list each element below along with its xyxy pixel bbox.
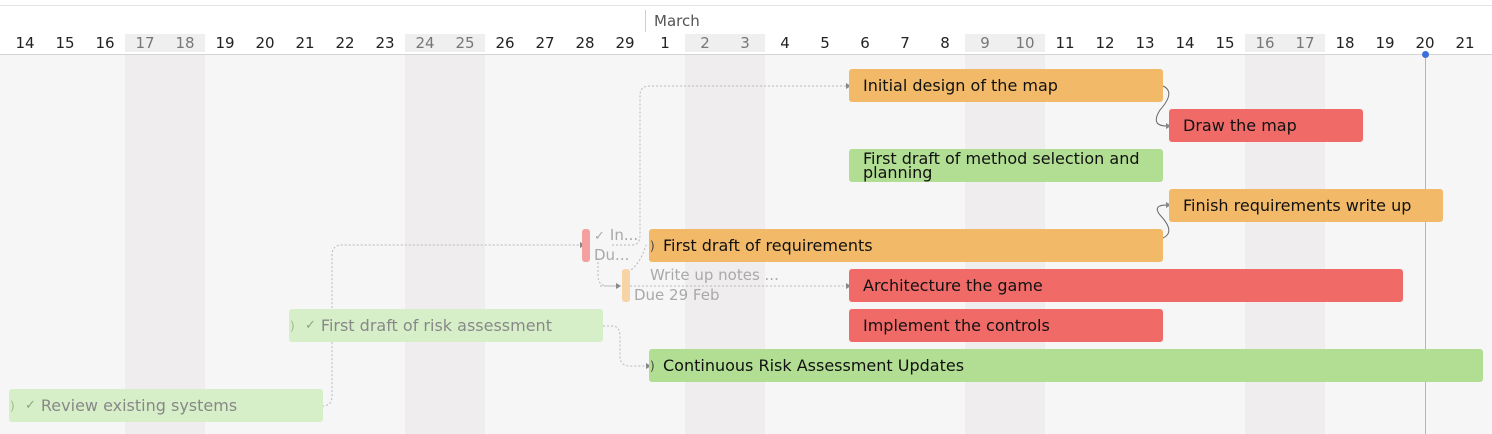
- link-writeup-to-requirements: [627, 244, 647, 273]
- task-draw-the-map[interactable]: Draw the map: [1169, 109, 1363, 142]
- month-separator: [645, 10, 646, 32]
- day-label: 10: [1005, 34, 1045, 52]
- task-label: Implement the controls: [863, 315, 1050, 335]
- header-bottom-divider: [0, 54, 1492, 55]
- day-label: 28: [575, 34, 595, 52]
- task-review-existing-systems[interactable]: ) ✓ Review existing systems: [9, 389, 323, 422]
- task-initial-design-of-the-map[interactable]: Initial design of the map: [849, 69, 1163, 102]
- day-label: 21: [1455, 34, 1475, 52]
- day-label: 3: [725, 34, 765, 52]
- day-label: 29: [615, 34, 635, 52]
- task-label: Initial design of the map: [863, 75, 1058, 95]
- day-label: 19: [215, 34, 235, 52]
- day-label: 17: [125, 34, 165, 52]
- day-label: 2: [685, 34, 725, 52]
- day-label: 20: [255, 34, 275, 52]
- day-label: 6: [860, 34, 870, 52]
- task-write-up-notes-bar[interactable]: [622, 269, 630, 302]
- task-due-date-label: Due 29 Feb: [634, 286, 720, 304]
- task-label: Architecture the game: [863, 275, 1043, 295]
- task-continuous-risk-assessment-updates[interactable]: ) Continuous Risk Assessment Updates: [649, 349, 1483, 382]
- day-label: 8: [940, 34, 950, 52]
- day-label: 13: [1135, 34, 1155, 52]
- in-label-text: In...: [609, 226, 639, 244]
- day-label: 23: [375, 34, 395, 52]
- task-in-label[interactable]: ✓ In...: [594, 226, 638, 244]
- link-risk-to-continuous: [603, 325, 646, 367]
- day-label: 27: [535, 34, 555, 52]
- task-du-label[interactable]: Du...: [594, 246, 630, 264]
- task-in-bar[interactable]: [582, 229, 590, 262]
- dependency-arrow-icon: ): [290, 319, 295, 333]
- task-first-draft-of-risk-assessment[interactable]: ) ✓ First draft of risk assessment: [289, 309, 603, 342]
- weekend-column: [125, 55, 205, 434]
- task-write-up-notes-label[interactable]: Write up notes ...: [650, 266, 779, 284]
- task-label: First draft of requirements: [663, 235, 873, 255]
- today-line: [1425, 55, 1426, 434]
- weekend-column: [405, 55, 485, 434]
- task-finish-requirements-write-up[interactable]: Finish requirements write up: [1169, 189, 1443, 222]
- day-label: 14: [1175, 34, 1195, 52]
- day-label: 18: [165, 34, 205, 52]
- task-label: Draw the map: [1183, 115, 1297, 135]
- day-label: 12: [1095, 34, 1115, 52]
- day-label: 18: [1335, 34, 1355, 52]
- day-label: 9: [965, 34, 1005, 52]
- task-label: Continuous Risk Assessment Updates: [663, 355, 965, 375]
- dependency-arrow-icon: ): [10, 399, 15, 413]
- checkmark-icon: ✓: [594, 229, 605, 244]
- day-label: 5: [820, 34, 830, 52]
- day-label: 26: [495, 34, 515, 52]
- day-label: 20: [1415, 34, 1435, 52]
- day-label: 17: [1285, 34, 1325, 52]
- day-label: 16: [1245, 34, 1285, 52]
- day-label: 22: [335, 34, 355, 52]
- day-label: 19: [1375, 34, 1395, 52]
- checkmark-icon: ✓: [305, 317, 316, 333]
- day-label: 7: [900, 34, 910, 52]
- day-label: 15: [1215, 34, 1235, 52]
- checkmark-icon: ✓: [25, 397, 36, 413]
- day-label: 21: [295, 34, 315, 52]
- task-label: First draft of method selection and plan…: [863, 149, 1140, 182]
- task-label: First draft of risk assessment: [320, 315, 552, 335]
- day-label: 15: [55, 34, 75, 52]
- day-label: 11: [1055, 34, 1075, 52]
- day-label: 1: [660, 34, 670, 52]
- day-label: 4: [780, 34, 790, 52]
- day-label: 25: [445, 34, 485, 52]
- dependency-arrow-icon: ): [650, 239, 655, 253]
- day-label: 16: [95, 34, 115, 52]
- task-label: Review existing systems: [40, 395, 238, 415]
- task-first-draft-of-method-selection[interactable]: First draft of method selection and plan…: [849, 149, 1163, 182]
- task-label: Finish requirements write up: [1183, 195, 1412, 215]
- task-first-draft-of-requirements[interactable]: ) First draft of requirements: [649, 229, 1163, 262]
- day-label: 24: [405, 34, 445, 52]
- today-marker: [1422, 51, 1429, 58]
- task-implement-the-controls[interactable]: Implement the controls: [849, 309, 1163, 342]
- day-label: 14: [15, 34, 35, 52]
- task-architecture-the-game[interactable]: Architecture the game: [849, 269, 1403, 302]
- header-top-divider: [0, 5, 1492, 6]
- month-label: March: [654, 12, 700, 30]
- dependency-arrow-icon: ): [650, 359, 655, 373]
